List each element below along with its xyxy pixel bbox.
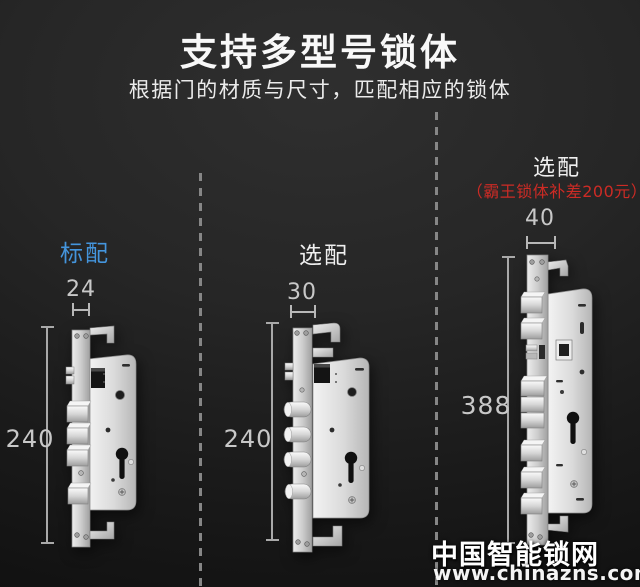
top-hook-bolt bbox=[89, 325, 115, 344]
deadbolts-group bbox=[520, 291, 548, 515]
lock-body-image-optional-388 bbox=[520, 254, 593, 546]
deadbolts-group bbox=[283, 362, 312, 500]
watermark-site-url: www.chinazns.com bbox=[433, 561, 640, 585]
bottom-hook-bolt bbox=[312, 525, 343, 547]
width-dimension-label-optional-240: 30 bbox=[287, 280, 317, 305]
height-dimension-label-optional-240: 240 bbox=[223, 425, 273, 453]
euro-keyhole bbox=[566, 411, 580, 444]
tier-label-standard: 标配 bbox=[60, 241, 110, 267]
height-dimension-label-optional-388: 388 bbox=[460, 391, 512, 420]
lock-case bbox=[87, 354, 137, 511]
height-dimension-line-standard bbox=[40, 326, 54, 544]
width-dimension-label-standard: 24 bbox=[66, 277, 96, 302]
top-hook-bolt bbox=[547, 259, 569, 277]
tier-label-optional-240: 选配 bbox=[299, 243, 349, 269]
lock-body-image-standard bbox=[65, 325, 137, 548]
euro-keyhole bbox=[115, 447, 129, 479]
lock-body-image-optional-240 bbox=[283, 322, 370, 553]
euro-keyhole bbox=[344, 451, 358, 483]
width-dimension-bracket-optional-388 bbox=[526, 236, 556, 249]
width-dimension-label-optional-388: 40 bbox=[525, 206, 555, 231]
bottom-hook-bolt bbox=[89, 521, 115, 540]
bottom-hook-bolt bbox=[547, 515, 569, 533]
page-subtitle: 根据门的材质与尺寸，匹配相应的锁体 bbox=[128, 78, 512, 102]
height-dimension-line-optional-240 bbox=[265, 322, 279, 541]
lock-case bbox=[547, 288, 593, 514]
width-dimension-bracket-standard bbox=[72, 303, 90, 316]
section-divider-left bbox=[199, 173, 202, 587]
watermark-site-name: 中国智能锁网 bbox=[431, 540, 599, 571]
top-hook-bolt bbox=[312, 322, 341, 358]
height-dimension-label-standard: 240 bbox=[5, 425, 55, 453]
width-dimension-bracket-optional-240 bbox=[290, 305, 316, 318]
surcharge-note: （霸王锁体补差200元） bbox=[466, 182, 640, 201]
section-divider-right bbox=[435, 112, 438, 587]
height-dimension-line-optional-388 bbox=[501, 256, 515, 544]
deadbolts-group bbox=[65, 366, 92, 505]
page-title: 支持多型号锁体 bbox=[180, 31, 460, 74]
tier-label-optional-388: 选配 bbox=[532, 156, 582, 181]
lock-case bbox=[312, 357, 370, 519]
